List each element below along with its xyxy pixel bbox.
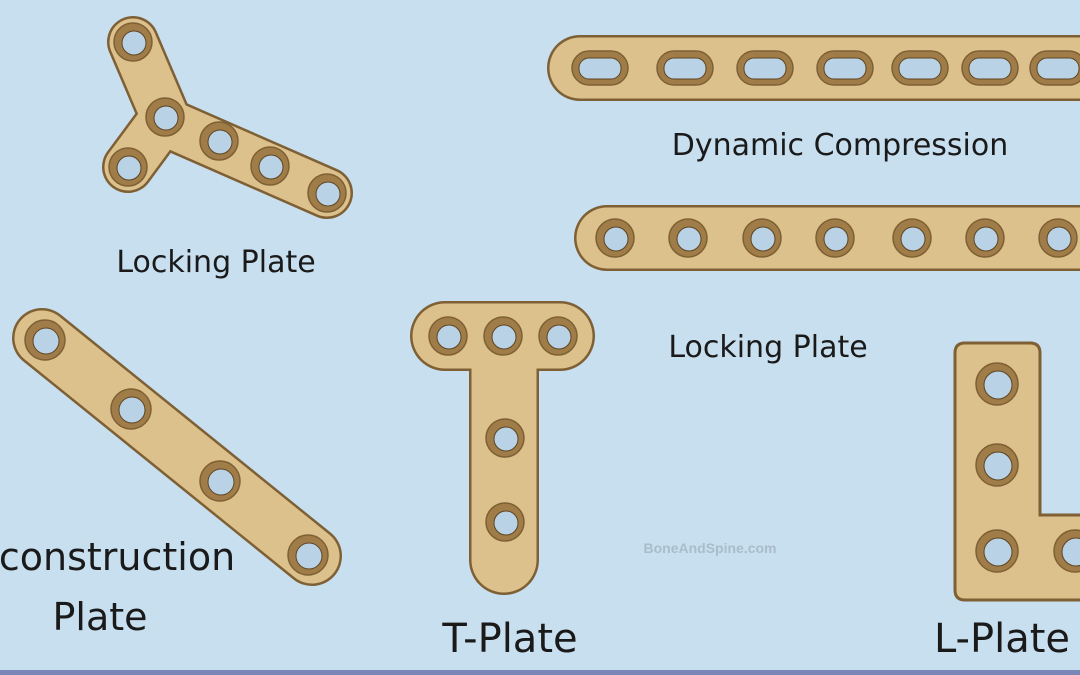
screw-hole xyxy=(110,388,152,430)
reconstruction-plate xyxy=(12,308,342,586)
compression-slot xyxy=(571,50,629,86)
screw-hole xyxy=(742,218,782,258)
compression-slot xyxy=(736,50,794,86)
screw-hole xyxy=(250,146,290,186)
screw-hole xyxy=(975,362,1019,406)
screw-hole xyxy=(199,460,241,502)
label-reconstruction: Reconstruction xyxy=(0,535,235,579)
screw-hole xyxy=(892,218,932,258)
screw-hole xyxy=(975,529,1019,573)
screw-hole xyxy=(485,502,525,542)
screw-hole xyxy=(199,121,239,161)
compression-slot xyxy=(1029,50,1080,86)
screw-hole xyxy=(483,316,523,356)
label-locking-plate-left: Locking Plate xyxy=(116,245,315,280)
compression-slot xyxy=(816,50,874,86)
compression-slot xyxy=(656,50,714,86)
screw-hole xyxy=(668,218,708,258)
screw-hole xyxy=(1038,218,1078,258)
compression-slot xyxy=(961,50,1019,86)
compression-slot xyxy=(891,50,949,86)
screw-hole xyxy=(815,218,855,258)
label-reconstruction-plate: Plate xyxy=(52,595,147,639)
label-l-plate: L-Plate xyxy=(934,616,1070,662)
screw-hole xyxy=(24,319,66,361)
screw-hole xyxy=(307,173,347,213)
watermark: BoneAndSpine.com xyxy=(643,540,776,556)
screw-hole xyxy=(113,22,153,62)
screw-hole xyxy=(538,316,578,356)
screw-hole xyxy=(1053,529,1080,573)
bottom-strip xyxy=(0,670,1080,675)
screw-hole xyxy=(965,218,1005,258)
screw-hole xyxy=(975,443,1019,487)
screw-hole xyxy=(287,534,329,576)
label-locking-plate-right: Locking Plate xyxy=(668,330,867,365)
label-dynamic-compression: Dynamic Compression xyxy=(672,128,1009,163)
screw-hole xyxy=(428,316,468,356)
screw-hole xyxy=(595,218,635,258)
screw-hole xyxy=(108,147,148,187)
screw-holes xyxy=(24,22,1080,576)
label-t-plate: T-Plate xyxy=(441,616,577,662)
screw-hole xyxy=(485,418,525,458)
screw-hole xyxy=(145,97,185,137)
